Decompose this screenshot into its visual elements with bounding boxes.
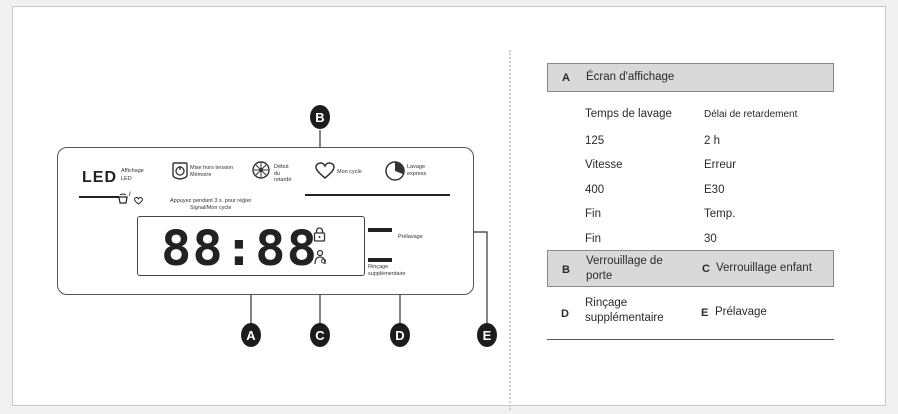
marker-d: D xyxy=(389,322,411,348)
led-word: LED xyxy=(82,169,117,186)
delay-start-icon xyxy=(251,160,271,180)
table-row-bc: B Verrouillage de porte C Verrouillage e… xyxy=(547,250,834,287)
row-c-key: C xyxy=(702,263,710,275)
marker-c: C xyxy=(309,322,331,348)
row-line-left xyxy=(79,196,119,198)
row-b-key: B xyxy=(562,264,570,276)
grid-3-1: E30 xyxy=(704,184,725,196)
row-a-label: Écran d'affichage xyxy=(586,71,675,83)
grid-5-1: 30 xyxy=(704,233,717,245)
child-lock-icon xyxy=(312,249,328,265)
hold-instruction: Appuyez pendant 3 s. pour régler Signal/… xyxy=(170,198,252,211)
marker-d-letter: D xyxy=(395,328,404,343)
marker-e-letter: E xyxy=(483,328,492,343)
express-label: Lavage express xyxy=(407,164,427,177)
row-b-label: Verrouillage de porte xyxy=(586,255,663,282)
row-d-key: D xyxy=(561,308,569,320)
marker-b-letter: B xyxy=(315,110,324,125)
wash-icon xyxy=(118,191,128,204)
marker-b: B xyxy=(309,104,331,130)
marker-a: A xyxy=(240,322,262,348)
door-lock-icon xyxy=(313,227,326,242)
row-c-label: Verrouillage enfant xyxy=(716,262,812,274)
delay-memory-label: Mise hors tension Mémoire xyxy=(190,165,234,178)
led-label-2: LED xyxy=(121,176,132,182)
rinse-indicator xyxy=(368,258,392,262)
table-bottom-rule xyxy=(547,339,834,340)
grid-0-1: Délai de retardement xyxy=(704,109,798,120)
row-e-key: E xyxy=(701,307,709,319)
grid-1-0: 125 xyxy=(585,135,605,147)
row-d-label: Rinçage supplémentaire xyxy=(585,297,664,324)
heart-icon xyxy=(315,162,335,180)
grid-4-0: Fin xyxy=(585,208,601,220)
express-icon xyxy=(384,160,406,182)
power-icon xyxy=(171,160,189,180)
led-label-1: Affichage xyxy=(121,168,144,174)
marker-e: E xyxy=(476,322,498,348)
my-cycle-label: Mon cycle xyxy=(337,169,362,175)
dotted-divider xyxy=(509,50,511,410)
prewash-label: Prélavage xyxy=(398,234,423,240)
wash-heart-separator: / xyxy=(129,192,131,198)
row-line-right xyxy=(305,194,450,196)
grid-0-0: Temps de lavage xyxy=(585,108,672,120)
marker-a-letter: A xyxy=(246,328,256,343)
marker-c-letter: C xyxy=(315,328,325,343)
grid-4-1: Temp. xyxy=(704,208,736,220)
grid-1-1: 2 h xyxy=(704,135,720,147)
display-window xyxy=(137,216,365,276)
grid-3-0: 400 xyxy=(585,184,605,196)
grid-2-0: Vitesse xyxy=(585,159,623,171)
control-panel: LED Affichage LED Mise hors tension Mémo… xyxy=(57,147,474,295)
rinse-label: Rinçage supplémentaire xyxy=(368,264,406,277)
small-heart-icon xyxy=(133,192,144,205)
row-a-key: A xyxy=(562,72,570,84)
table-row-a: A Écran d'affichage xyxy=(547,63,834,92)
grid-5-0: Fin xyxy=(585,233,601,245)
grid-2-1: Erreur xyxy=(704,159,736,171)
row-e-label: Prélavage xyxy=(715,306,767,318)
start-delay-label: Début du retardé xyxy=(274,164,292,183)
prewash-indicator xyxy=(368,228,392,232)
display-digits: 88:88 xyxy=(161,221,318,277)
